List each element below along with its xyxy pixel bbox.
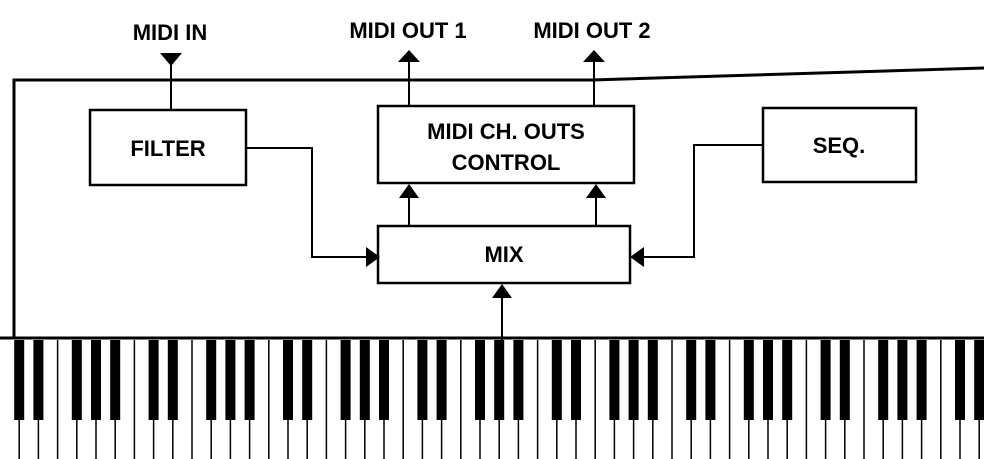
black-key xyxy=(475,340,485,420)
mix-to-outs-control-arrow-1 xyxy=(399,184,419,226)
black-key xyxy=(167,340,178,420)
black-key xyxy=(955,340,965,420)
midi-out-1-arrow xyxy=(398,50,420,106)
keyboard xyxy=(0,336,984,459)
black-key xyxy=(494,340,505,420)
black-key xyxy=(244,340,255,420)
black-key xyxy=(839,340,850,420)
midi-in-connector xyxy=(160,53,182,110)
black-key xyxy=(763,340,773,420)
midi-out-2-label: MIDI OUT 2 xyxy=(533,18,650,43)
black-key xyxy=(14,340,25,420)
filter-to-mix-connection xyxy=(246,147,380,267)
black-key xyxy=(705,340,716,420)
seq-label: SEQ. xyxy=(813,133,866,158)
black-key xyxy=(686,340,697,420)
midi-ch-outs-control-block xyxy=(376,104,636,185)
black-key xyxy=(302,340,313,420)
black-key xyxy=(609,340,620,420)
black-key xyxy=(436,340,447,420)
black-key xyxy=(110,340,121,420)
black-key xyxy=(148,340,159,420)
black-key xyxy=(33,340,44,420)
black-key xyxy=(359,340,370,420)
instrument-body-outline xyxy=(12,66,984,338)
black-key xyxy=(782,340,793,420)
black-key xyxy=(71,340,82,420)
midi-in-label: MIDI IN xyxy=(133,20,208,45)
black-key xyxy=(647,340,658,420)
outs-control-label-line1: MIDI CH. OUTS xyxy=(427,119,585,144)
black-key xyxy=(206,340,217,420)
seq-to-mix-connection xyxy=(630,144,763,267)
black-key xyxy=(743,340,754,420)
black-key xyxy=(340,340,351,420)
black-key xyxy=(878,340,889,420)
black-key xyxy=(974,340,984,420)
black-key xyxy=(225,340,236,420)
outs-control-label-line2: CONTROL xyxy=(452,150,561,175)
black-key xyxy=(628,340,639,420)
black-key xyxy=(820,340,831,420)
black-key xyxy=(91,340,101,420)
mix-to-outs-control-arrow-2 xyxy=(586,184,606,226)
mix-label: MIX xyxy=(484,242,523,267)
filter-label: FILTER xyxy=(130,136,205,161)
black-key xyxy=(551,340,562,420)
midi-out-1-label: MIDI OUT 1 xyxy=(349,18,466,43)
black-key xyxy=(916,340,927,420)
black-key xyxy=(571,340,581,420)
midi-out-2-arrow xyxy=(583,50,605,106)
seq-block xyxy=(761,106,918,184)
black-key xyxy=(417,340,428,420)
mix-block xyxy=(376,224,632,285)
black-key xyxy=(379,340,389,420)
black-key xyxy=(513,340,524,420)
black-key xyxy=(283,340,293,420)
black-key xyxy=(897,340,908,420)
